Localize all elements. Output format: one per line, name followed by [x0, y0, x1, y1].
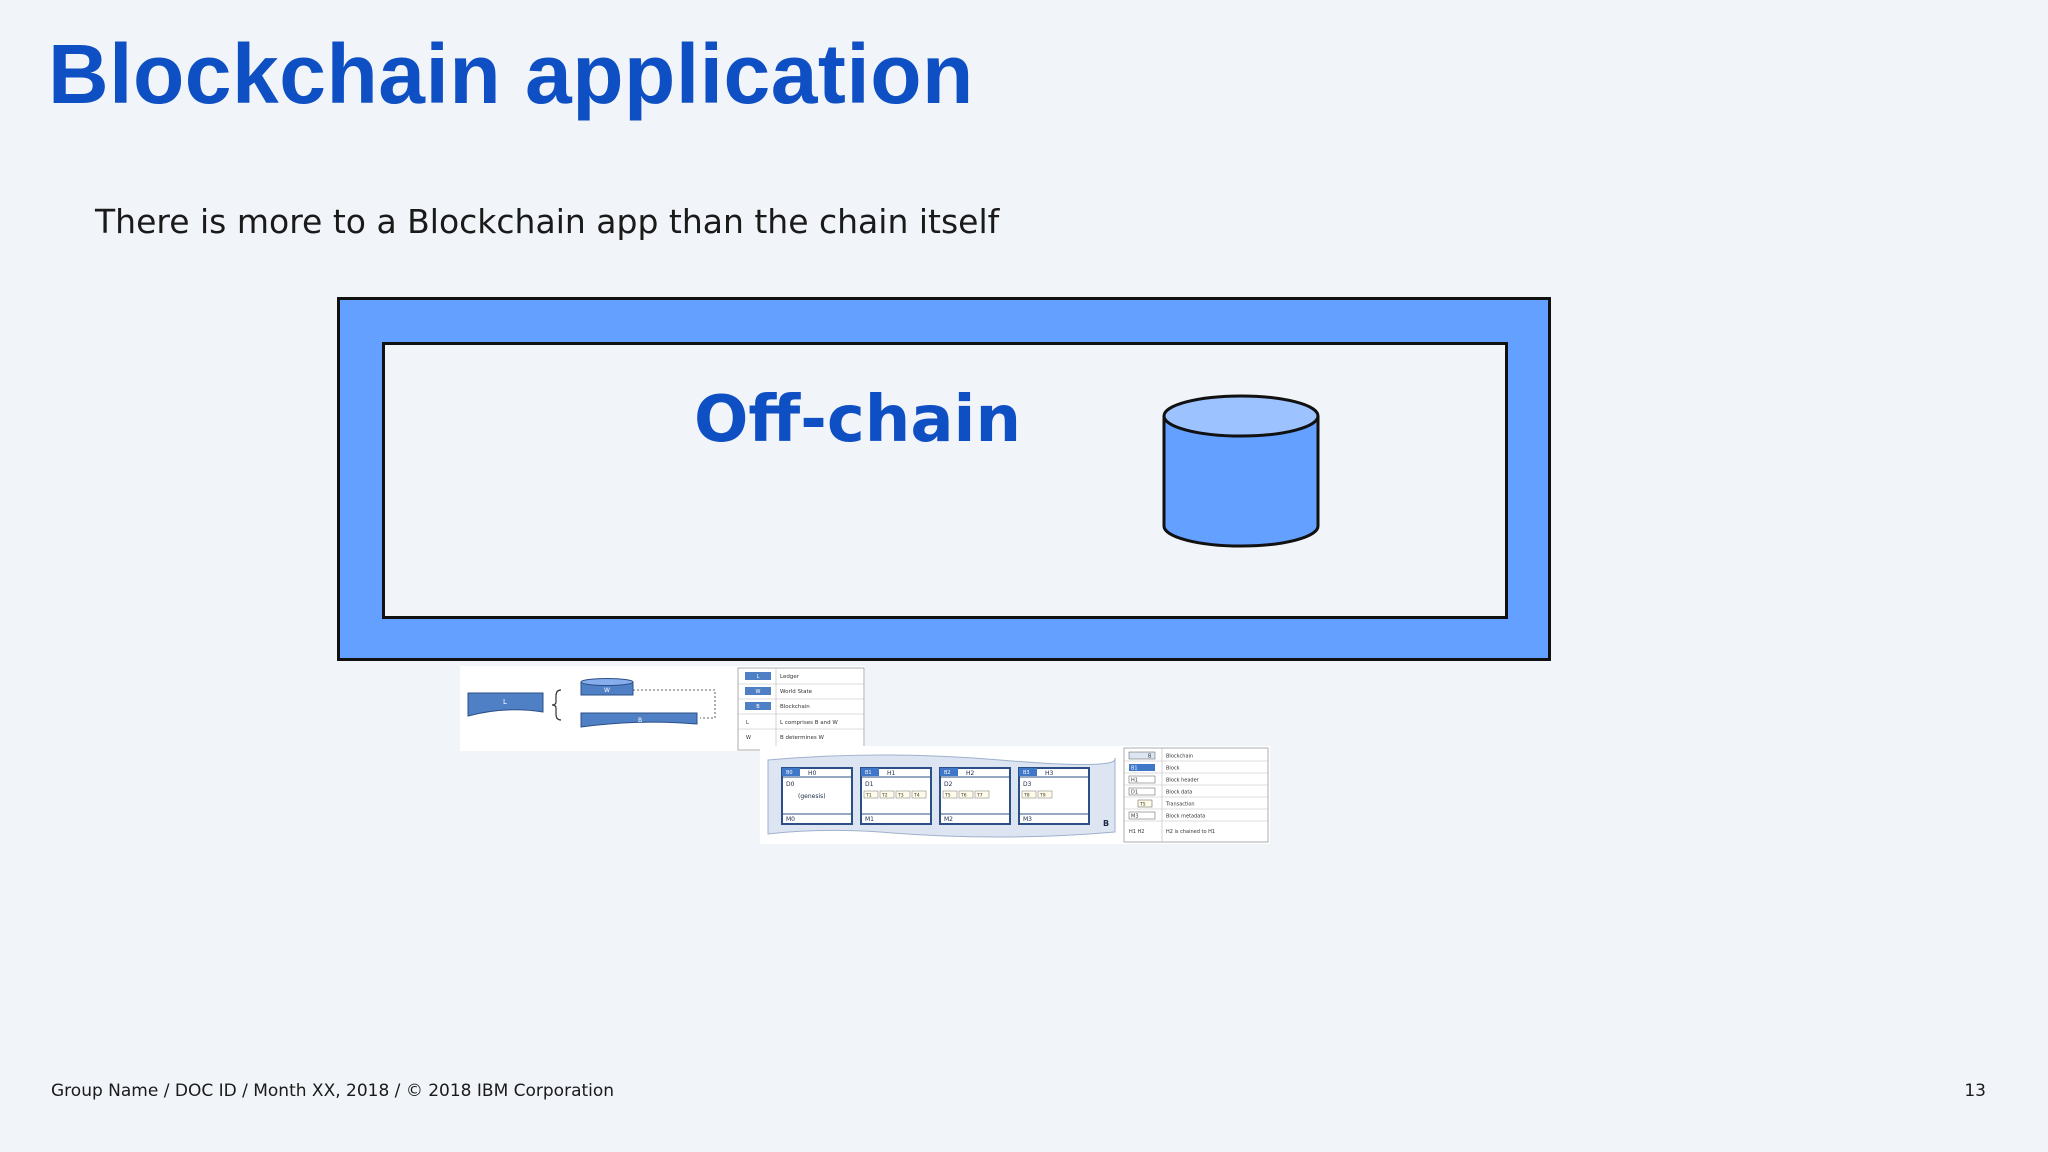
offchain-label: Off-chain — [694, 383, 1021, 457]
chain-legend-text-6: H2 is chained to H1 — [1166, 829, 1215, 835]
chain-legend-key-2: H1 — [1131, 778, 1138, 784]
ledger-legend-key-3: L — [746, 720, 749, 726]
block-id: B1 — [865, 770, 872, 776]
block-tx: T5 — [944, 793, 951, 799]
block-tx: T7 — [976, 793, 983, 799]
blockchain-diagram-figure: B B0 H0 D0 (genesis) M0 B1 H1 D1 T1 T2 T… — [767, 747, 1269, 843]
chain-label: B — [1103, 819, 1109, 828]
chain-legend-key-3: D1 — [1131, 790, 1138, 796]
ledger-diagram-figure: L W B L Ledger W World State B Blockchai… — [467, 667, 865, 751]
ledger-legend-key-2: B — [756, 704, 760, 710]
chain-legend-key-0: B — [1148, 754, 1152, 760]
block-b0: B0 H0 D0 (genesis) M0 — [781, 767, 853, 825]
page-number: 13 — [1964, 1081, 1986, 1101]
block-data: D1 — [865, 781, 874, 788]
block-id: B3 — [1023, 770, 1030, 776]
block-id: B0 — [786, 770, 793, 776]
chain-legend-text-3: Block data — [1166, 790, 1192, 796]
slide-title: Blockchain application — [48, 27, 974, 121]
block-meta: M2 — [944, 816, 953, 823]
block-id: B2 — [944, 770, 951, 776]
block-tx: T4 — [913, 793, 920, 799]
chain-legend-text-4: Transaction — [1165, 802, 1195, 808]
chain-legend-text-5: Block metadata — [1166, 814, 1205, 820]
ledger-legend-text-0: Ledger — [780, 674, 800, 680]
ledger-legend-text-1: World State — [780, 689, 813, 695]
block-hash: H2 — [966, 770, 975, 777]
chain-legend-key-4: T5 — [1139, 802, 1146, 808]
database-icon — [1162, 394, 1320, 548]
block-tx: T3 — [897, 793, 904, 799]
chain-legend-text-1: Block — [1166, 766, 1180, 772]
block-hash: H3 — [1045, 770, 1054, 777]
blockchain-symbol: B — [638, 717, 642, 724]
ledger-legend-key-0: L — [757, 674, 760, 680]
ledger-legend-text-3: L comprises B and W — [780, 720, 838, 726]
ledger-legend-text-2: Blockchain — [780, 704, 810, 710]
block-meta: M1 — [865, 816, 874, 823]
block-tx: T2 — [881, 793, 888, 799]
block-hash: H1 — [887, 770, 896, 777]
block-data: D0 — [786, 781, 795, 788]
block-meta: M0 — [786, 816, 795, 823]
block-data: D2 — [944, 781, 953, 788]
chain-legend-key-6: H1 H2 — [1129, 829, 1144, 835]
chain-legend-text-2: Block header — [1166, 778, 1200, 784]
ledger-symbol: L — [503, 698, 507, 706]
block-hash: H0 — [808, 770, 817, 777]
block-tx: T6 — [960, 793, 967, 799]
blockchain-diagram: B B0 H0 D0 (genesis) M0 B1 H1 D1 T1 T2 T… — [760, 746, 1270, 844]
block-tx: T1 — [865, 793, 872, 799]
ledger-legend-key-4: W — [746, 735, 751, 741]
chain-legend-text-0: Blockchain — [1166, 754, 1193, 760]
block-note: (genesis) — [798, 793, 826, 800]
slide-footer: Group Name / DOC ID / Month XX, 2018 / ©… — [51, 1081, 615, 1101]
block-b1: B1 H1 D1 T1 T2 T3 T4 M1 — [860, 767, 932, 825]
block-tx: T9 — [1039, 793, 1046, 799]
block-data: D3 — [1023, 781, 1032, 788]
block-b2: B2 H2 D2 T5 T6 T7 M2 — [939, 767, 1011, 825]
ledger-legend-key-1: W — [756, 689, 761, 695]
block-tx: T8 — [1023, 793, 1030, 799]
slide-subtitle: There is more to a Blockchain app than t… — [95, 202, 1000, 241]
chain-legend-key-1: B1 — [1131, 766, 1138, 772]
offchain-area — [382, 342, 1508, 619]
world-state-symbol: W — [604, 687, 610, 694]
ledger-legend-text-4: B determines W — [780, 735, 824, 741]
block-meta: M3 — [1023, 816, 1032, 823]
chain-legend-key-5: M3 — [1131, 814, 1139, 820]
block-b3: B3 H3 D3 T8 T9 M3 — [1018, 767, 1090, 825]
ledger-diagram: L W B L Ledger W World State B Blockchai… — [460, 666, 865, 751]
